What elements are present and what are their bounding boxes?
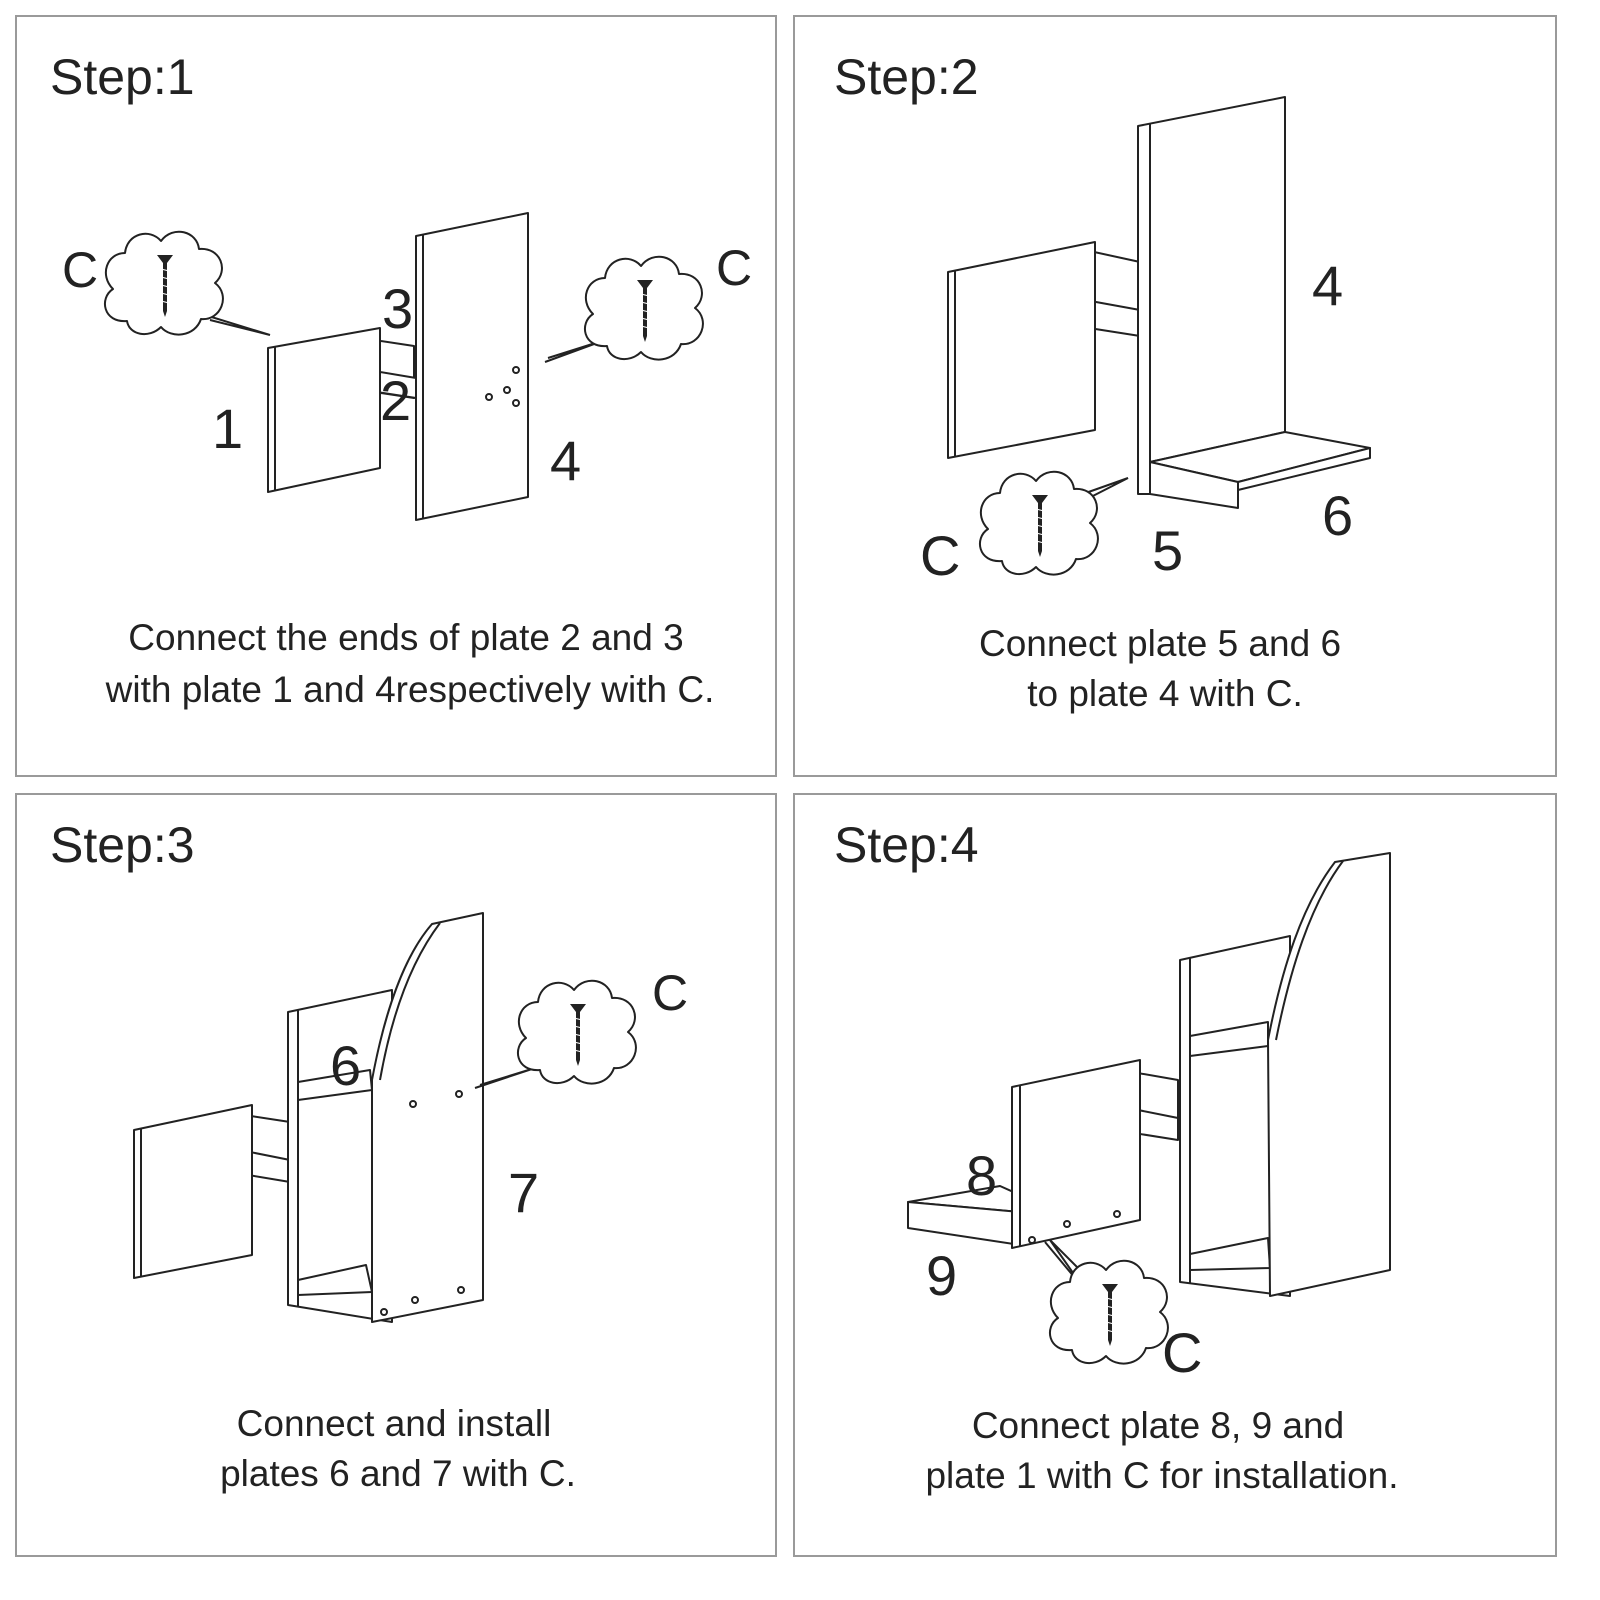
- part-label: C: [920, 524, 960, 587]
- step-2-title: Step:2: [834, 49, 979, 105]
- step-1-caption-line: with plate 1 and 4respectively with C.: [105, 669, 715, 710]
- part-label: 8: [966, 1144, 997, 1207]
- part-label: C: [1162, 1321, 1202, 1384]
- step-4-drawing: [907, 852, 1391, 1365]
- part-label: 2: [380, 369, 411, 432]
- step-2-caption-line: Connect plate 5 and 6: [979, 623, 1341, 664]
- step-1-title: Step:1: [50, 49, 195, 105]
- step-2-drawing: [947, 96, 1371, 576]
- part-label: C: [652, 965, 688, 1021]
- step-3-caption-line: Connect and install: [237, 1403, 552, 1444]
- part-label: 5: [1152, 519, 1183, 582]
- step-4-title: Step:4: [834, 817, 979, 873]
- step-4-caption-line: Connect plate 8, 9 and: [972, 1405, 1344, 1446]
- part-label: 3: [382, 277, 413, 340]
- part-label: 1: [212, 397, 243, 460]
- step-2-caption-line: to plate 4 with C.: [1027, 673, 1303, 714]
- part-label: 9: [926, 1244, 957, 1307]
- step-3-drawing: [133, 912, 637, 1323]
- part-label: C: [62, 242, 98, 298]
- step-3-caption-line: plates 6 and 7 with C.: [220, 1453, 576, 1494]
- part-label: 6: [330, 1034, 361, 1097]
- part-label: C: [716, 240, 752, 296]
- part-label: 6: [1322, 484, 1353, 547]
- part-label: 4: [1312, 254, 1343, 317]
- step-4-caption-line: plate 1 with C for installation.: [925, 1455, 1398, 1496]
- step-1-caption-line: Connect the ends of plate 2 and 3: [128, 617, 683, 658]
- step-3-title: Step:3: [50, 817, 195, 873]
- step-4-panel: [793, 793, 1557, 1557]
- part-label: 4: [550, 429, 581, 492]
- step-1-drawing: [103, 212, 704, 521]
- part-label: 7: [508, 1161, 539, 1224]
